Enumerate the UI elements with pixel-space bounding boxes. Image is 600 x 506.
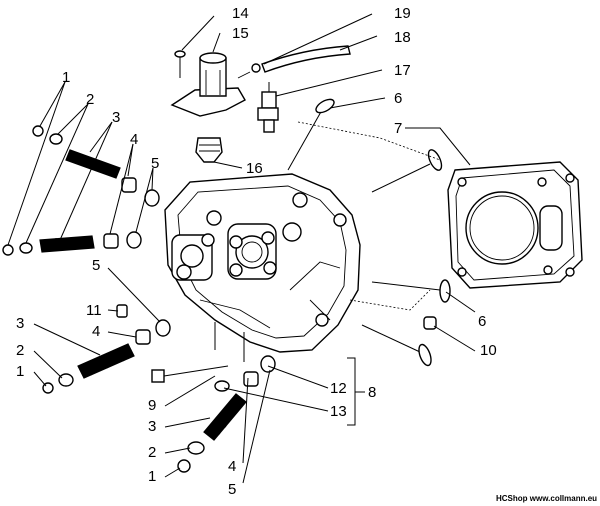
callout-1-mid: 1	[16, 363, 24, 380]
valve-spring-bottom	[203, 393, 247, 441]
callout-14: 14	[232, 5, 249, 22]
spring-retainer-bottom	[187, 441, 205, 455]
callout-2-bot: 2	[148, 444, 156, 461]
callout-2-mid: 2	[16, 342, 24, 359]
cylinder-head	[164, 173, 361, 362]
valve-collet-top	[2, 125, 44, 256]
coolant-hose	[237, 45, 351, 79]
valve-collet-bottom	[177, 459, 191, 473]
callout-5-bot: 5	[228, 481, 236, 498]
callout-2-top: 2	[86, 91, 94, 108]
spring-seat-bottom	[260, 355, 276, 373]
callout-9: 9	[148, 397, 156, 414]
spring-seat-top	[126, 189, 160, 249]
callout-labels: 1 2 3 4 5 14 15 19 18 17 6 7 16 5 11 4 3…	[16, 5, 497, 498]
callout-1-bot: 1	[148, 468, 156, 485]
callout-4-mid: 4	[92, 323, 100, 340]
callout-13: 13	[330, 403, 347, 420]
callout-4-top: 4	[130, 131, 138, 148]
footer-credit: HCShop www.collmann.eu	[496, 494, 597, 503]
callout-8: 8	[368, 384, 376, 401]
leader-lines	[7, 13, 476, 484]
callout-4-bot: 4	[228, 458, 236, 475]
head-bolt	[151, 365, 229, 383]
valve-seal-bottom	[243, 371, 259, 387]
callout-15: 15	[232, 25, 249, 42]
spring-retainer-mid	[58, 373, 74, 387]
exhaust-valve-lower	[371, 279, 451, 303]
callout-5-top: 5	[151, 155, 159, 172]
callout-17: 17	[394, 62, 411, 79]
spring-seat-mid	[155, 319, 171, 337]
callout-5-mid: 5	[92, 257, 100, 274]
screw-14	[174, 50, 186, 78]
valve-seal-top	[103, 177, 137, 249]
head-gasket	[447, 161, 583, 289]
callout-3-top: 3	[112, 109, 120, 126]
callout-3-bot: 3	[148, 418, 156, 435]
callout-16: 16	[246, 160, 263, 177]
o-ring-13	[214, 380, 230, 392]
plug-10	[423, 316, 437, 330]
thermostat	[195, 137, 223, 163]
thermostat-cover	[170, 52, 246, 117]
spring-retainer-top	[19, 133, 63, 254]
callout-6-right: 6	[478, 313, 486, 330]
intake-valve-lower	[361, 324, 432, 367]
callout-10: 10	[480, 342, 497, 359]
exhaust-valve-upper	[371, 149, 443, 193]
intake-valve	[287, 98, 335, 171]
callout-1-top: 1	[62, 69, 70, 86]
temperature-sensor	[257, 82, 279, 133]
callout-11: 11	[86, 302, 102, 319]
valve-cap-11	[116, 304, 128, 318]
callout-7: 7	[394, 120, 402, 137]
valve-spring-mid	[77, 343, 135, 379]
callout-18: 18	[394, 29, 411, 46]
valve-seal-mid	[135, 329, 151, 345]
callout-3-mid: 3	[16, 315, 24, 332]
callout-6-top: 6	[394, 90, 402, 107]
callout-19: 19	[394, 5, 411, 22]
callout-12: 12	[330, 380, 347, 397]
